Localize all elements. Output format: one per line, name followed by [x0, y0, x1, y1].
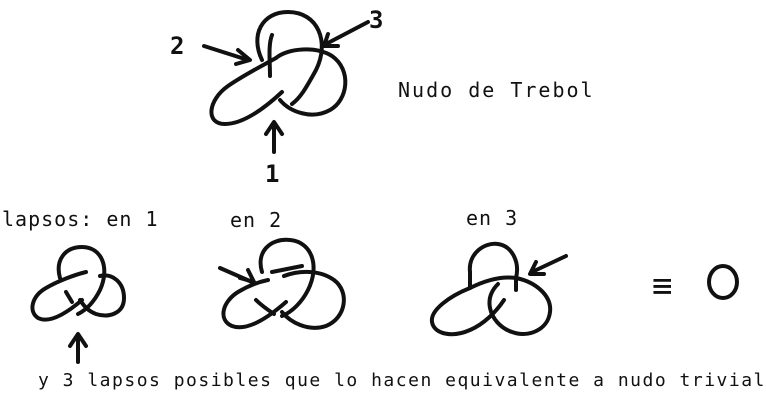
- arrow-to-crossing-2: [202, 44, 252, 66]
- crossing-label-1: 1: [265, 160, 281, 188]
- knot-diagram: [30, 10, 739, 364]
- unknot-circle: [707, 264, 739, 300]
- arrow-smoothing-2: [218, 266, 256, 284]
- equivalence-symbol: ≡: [652, 266, 674, 306]
- knot-smoothing-3: [429, 241, 553, 337]
- panel-label-3: en 3: [466, 206, 519, 230]
- arrow-to-crossing-1: [264, 120, 284, 154]
- diagram-title: Nudo de Trebol: [398, 78, 595, 102]
- crossing-label-3: 3: [369, 6, 385, 34]
- arrow-to-crossing-3: [322, 20, 370, 48]
- arrow-smoothing-3: [528, 254, 568, 276]
- knot-smoothing-1: [30, 245, 126, 322]
- crossing-label-2: 2: [170, 32, 186, 60]
- arrow-smoothing-1: [68, 332, 88, 364]
- panel-label-1: lapsos: en 1: [2, 207, 159, 231]
- trefoil-knot: [209, 10, 348, 126]
- knot-smoothing-2: [221, 237, 346, 330]
- caption: y 3 lapsos posibles que lo hacen equival…: [38, 370, 766, 391]
- panel-label-2: en 2: [230, 208, 283, 232]
